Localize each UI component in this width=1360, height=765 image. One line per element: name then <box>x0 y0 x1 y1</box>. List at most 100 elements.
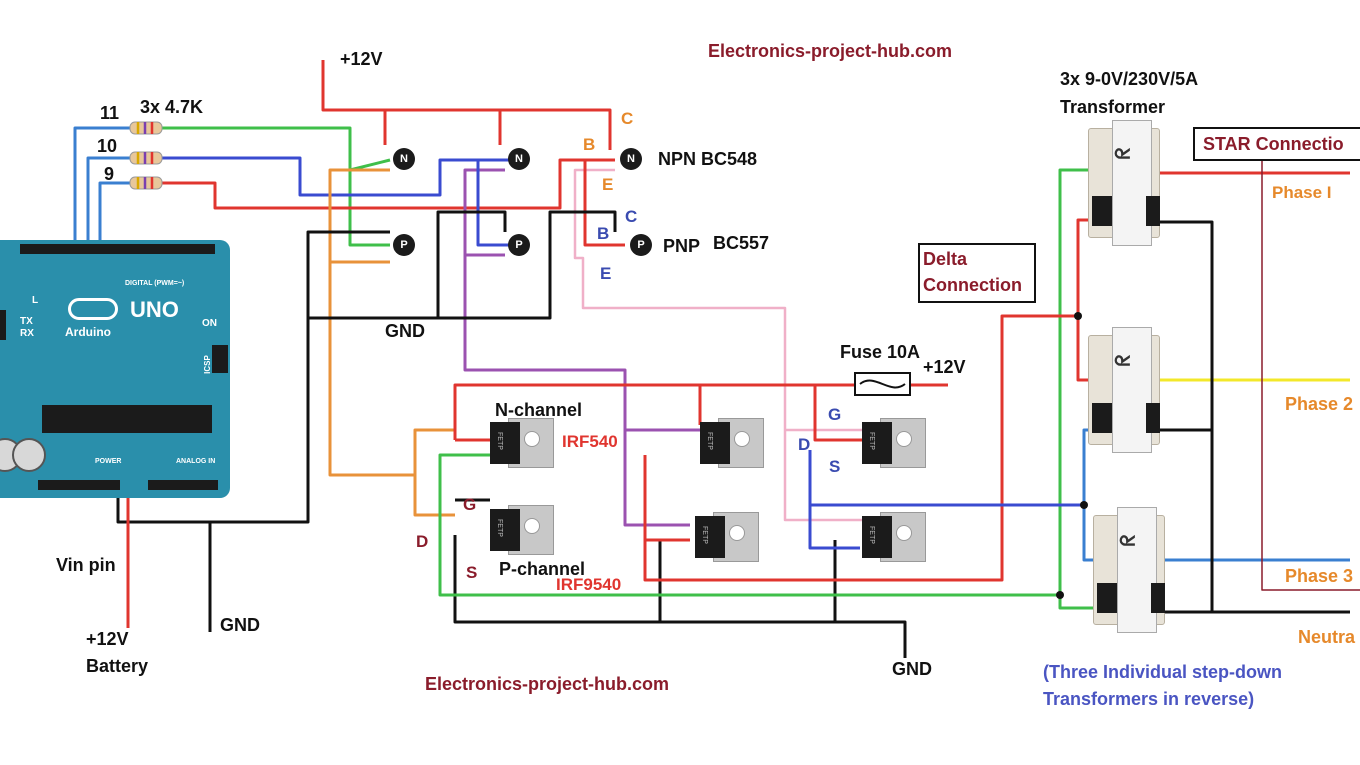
pnp-label: PNP <box>663 236 701 256</box>
pnp-pin-b: B <box>597 224 610 243</box>
pnp-transistor-3: P <box>630 234 652 256</box>
tx-label: TX <box>20 316 33 327</box>
wire-gnd-main <box>116 230 390 524</box>
npn-transistor-3: N <box>620 148 642 170</box>
icsp-label: ICSP <box>202 355 212 374</box>
wire-pin11 <box>73 126 130 245</box>
mosfet-n-1: FETP <box>490 418 554 468</box>
fet-right-pin-s: S <box>829 457 841 476</box>
digital-label: DIGITAL (PWM=~) <box>125 280 185 287</box>
mosfet-text: FETP <box>496 519 503 537</box>
pin-11-label: 11 <box>100 103 120 123</box>
star-box-line <box>1261 160 1360 591</box>
p-part-label: IRF9540 <box>556 575 622 594</box>
p-channel-label: P-channel <box>499 559 586 579</box>
wire-gnd-bottom <box>453 535 907 658</box>
digital-header <box>20 244 215 254</box>
mosfet-p-2: FETP <box>695 512 759 562</box>
star-connection-label: STAR Connectio <box>1203 134 1344 154</box>
power-header <box>38 480 120 490</box>
wire-pin9 <box>98 181 130 245</box>
npn-pin-e: E <box>602 175 614 194</box>
transformer-spec-label: 3x 9-0V/230V/5A <box>1060 69 1199 89</box>
wire-gnd-pnp2 <box>436 210 507 318</box>
pnp-transistor-1: P <box>393 234 415 256</box>
gnd-bottom-label: GND <box>892 659 932 679</box>
transformer-2: ᖇ <box>1088 327 1160 453</box>
n-channel-label: N-channel <box>495 400 583 420</box>
fuse-supply-label: +12V <box>923 357 966 377</box>
junction-green <box>1056 591 1064 599</box>
pnp-part-label: BC557 <box>713 233 770 253</box>
arduino-brand-text: Arduino <box>65 325 111 339</box>
mosfet-text: FETP <box>868 526 875 544</box>
battery-label: Battery <box>86 656 149 676</box>
transformer-3: ᖇ <box>1093 507 1165 633</box>
wire-r3-red <box>162 158 615 210</box>
pin-10-label: 10 <box>97 136 118 156</box>
mosfet-n-2: FETP <box>700 418 764 468</box>
transformer-label: Transformer <box>1060 97 1166 117</box>
l-led-label: L <box>32 295 39 306</box>
wire-pink <box>573 168 865 522</box>
npn-pin-c: C <box>621 109 634 128</box>
wire-green-pnp <box>349 158 391 172</box>
n-part-label: IRF540 <box>562 432 618 451</box>
wire-red-b <box>583 160 625 247</box>
analog-label: ANALOG IN <box>176 458 216 465</box>
wire-r1-green <box>162 126 390 247</box>
junction-delta-blue <box>1080 501 1088 509</box>
mosfet-text: FETP <box>701 526 708 544</box>
resistors <box>129 121 163 190</box>
wire-orange-1 <box>328 168 455 477</box>
npn-label: NPN BC548 <box>658 149 758 169</box>
gnd-mid-label: GND <box>385 321 425 341</box>
wire-fuse-fet3 <box>813 385 865 442</box>
resistors-label: 3x 4.7K <box>140 97 204 117</box>
npn-pin-b: B <box>583 135 596 154</box>
fet-right-pin-g: G <box>828 405 842 424</box>
fuse-label: Fuse 10A <box>840 342 921 362</box>
phase-2-label: Phase 2 <box>1285 394 1354 414</box>
mosfet-text: FETP <box>496 432 503 450</box>
reset-button <box>0 310 6 340</box>
wire-drain-green <box>438 168 1095 597</box>
wire-blue-pnp2 <box>476 160 510 247</box>
wire-neutral <box>1155 220 1214 612</box>
delta-label-2: Connection <box>923 275 1022 295</box>
power-label: POWER <box>95 458 122 465</box>
battery-voltage-label: +12V <box>86 629 129 649</box>
phase-3-label: Phase 3 <box>1285 566 1354 586</box>
delta-connection-box <box>918 243 1036 303</box>
atmega-chip <box>42 405 212 433</box>
arduino-logo-text: UNO <box>130 297 179 322</box>
wire-orange-2 <box>413 475 455 517</box>
wire-r2-blue <box>162 156 510 197</box>
neutral-label: Neutra <box>1298 627 1356 647</box>
mosfet-text: FETP <box>706 432 713 450</box>
watermark-bottom: Electronics-project-hub.com <box>425 674 670 694</box>
wire-drain-blue-2 <box>808 505 860 550</box>
fet-left-pin-g: G <box>463 495 477 514</box>
npn-transistor-1: N <box>393 148 415 170</box>
fet-right-pin-d: D <box>798 435 811 454</box>
supply-top-label: +12V <box>340 49 383 69</box>
note-line-1: (Three Individual step-down <box>1043 662 1283 682</box>
wire-pin10 <box>86 156 130 245</box>
npn-transistor-2: N <box>508 148 530 170</box>
mosfet-n-3: FETP <box>862 418 926 468</box>
delta-label-1: Delta <box>923 249 968 269</box>
wire-12v-top <box>321 60 612 150</box>
junction-delta-red <box>1074 312 1082 320</box>
wire-purple <box>463 168 690 527</box>
arduino-uno-board: UNO Arduino ON TX RX L ICSP DIGITAL (PWM… <box>0 240 230 498</box>
wire-drain-blue <box>808 450 1084 507</box>
watermark-top: Electronics-project-hub.com <box>708 41 953 61</box>
analog-header <box>148 480 218 490</box>
wire-fuse-rail <box>453 383 948 440</box>
wire-drain-green-2 <box>1058 595 1100 610</box>
fet-left-pin-s: S <box>466 563 478 582</box>
fuse-element <box>859 379 906 389</box>
